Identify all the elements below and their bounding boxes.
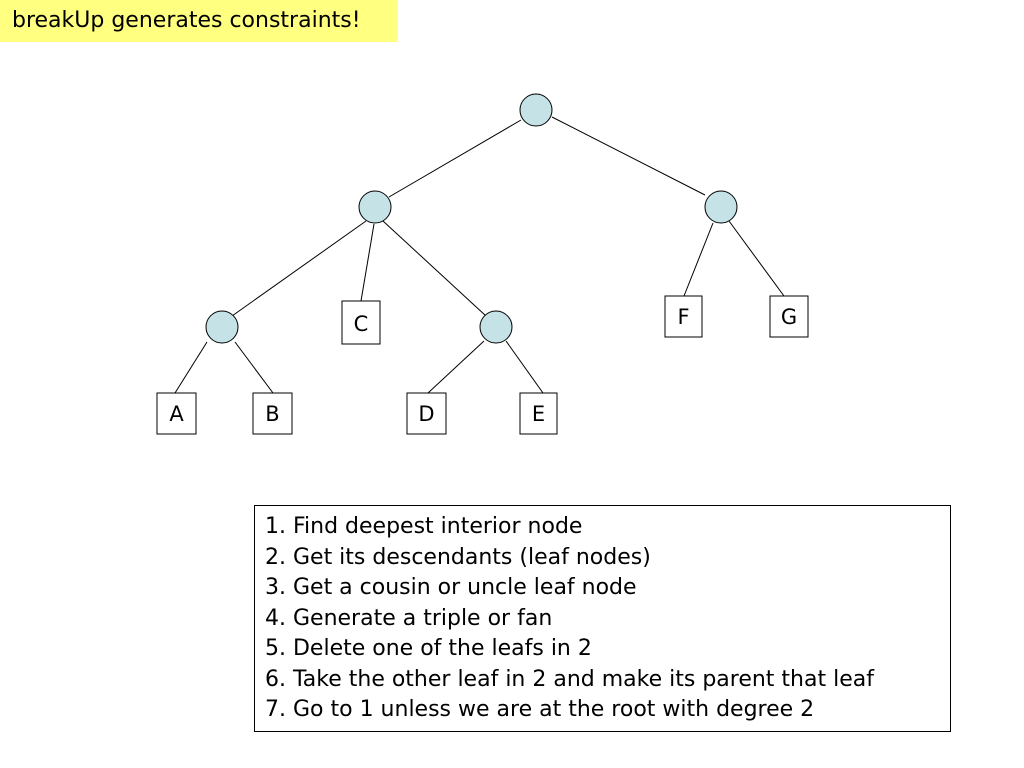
edge-de-e <box>505 340 544 394</box>
edge-left-de <box>382 220 487 317</box>
leaf-e-label: E <box>532 402 545 426</box>
edge-root-left <box>388 119 522 198</box>
leaf-d: D <box>406 392 447 435</box>
step-2: 2. Get its descendants (leaf nodes) <box>265 544 651 570</box>
edge-ab-b <box>234 341 274 394</box>
step-1: 1. Find deepest interior node <box>265 514 583 539</box>
leaf-g-label: G <box>781 305 797 329</box>
edge-right-g <box>728 220 785 297</box>
edge-de-d <box>427 340 485 394</box>
steps-box: 1. Find deepest interior node 2. Get its… <box>254 505 951 732</box>
leaf-c-label: C <box>354 312 369 336</box>
root-node <box>519 93 553 127</box>
leaf-e: E <box>519 392 558 435</box>
slide-title: breakUp generates constraints! <box>0 0 398 42</box>
interior-node-left <box>358 190 392 224</box>
steps-list: 1. Find deepest interior node 2. Get its… <box>265 512 950 726</box>
leaf-d-label: D <box>418 402 434 426</box>
step-5: 5. Delete one of the leafs in 2 <box>265 636 592 661</box>
interior-node-right <box>704 190 738 224</box>
interior-node-de <box>479 310 513 344</box>
edge-left-c <box>360 223 375 302</box>
leaf-b: B <box>252 392 293 435</box>
leaf-c: C <box>341 300 381 345</box>
interior-node-ab <box>205 310 239 344</box>
step-7: 7. Go to 1 unless we are at the root wit… <box>265 697 815 722</box>
tree-diagram: A B C D E F G <box>156 93 809 435</box>
leaf-f: F <box>664 295 703 338</box>
leaf-a: A <box>156 392 197 435</box>
step-6: 6. Take the other leaf in 2 and make its… <box>265 666 874 692</box>
edge-right-f <box>683 222 714 297</box>
step-4: 4. Generate a triple or fan <box>265 605 553 631</box>
edge-left-ab <box>231 220 367 317</box>
edge-root-right <box>551 116 706 196</box>
edge-ab-a <box>174 341 208 394</box>
leaf-g: G <box>769 295 809 338</box>
leaf-a-label: A <box>169 402 184 426</box>
leaf-b-label: B <box>265 402 279 426</box>
step-3: 3. Get a cousin or uncle leaf node <box>265 575 637 600</box>
leaf-f-label: F <box>677 305 689 329</box>
